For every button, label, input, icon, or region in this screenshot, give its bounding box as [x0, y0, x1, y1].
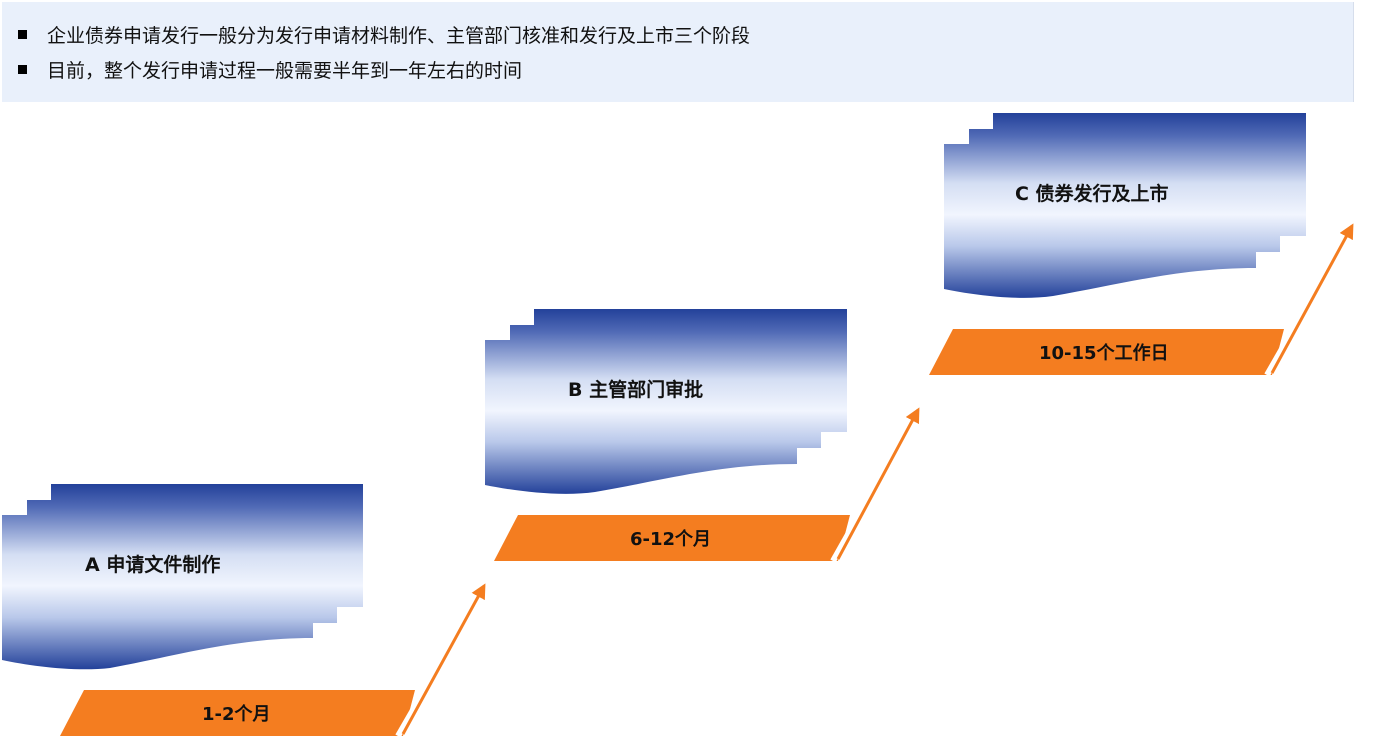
- square-bullet-icon: [18, 29, 27, 39]
- stage-b-document-shape: [485, 309, 847, 494]
- bullet-text: 目前，整个发行申请过程一般需要半年到一年左右的时间: [47, 59, 523, 82]
- bullet-item: 目前，整个发行申请过程一般需要半年到一年左右的时间: [18, 56, 522, 82]
- arrow-a-to-b: [401, 583, 486, 735]
- stage-a-duration-band: [60, 690, 415, 736]
- bullet-item: 企业债券申请发行一般分为发行申请材料制作、主管部门核准和发行及上市三个阶段: [18, 21, 750, 47]
- stage-a-document-shape: [2, 484, 363, 670]
- bullet-text: 企业债券申请发行一般分为发行申请材料制作、主管部门核准和发行及上市三个阶段: [47, 24, 751, 47]
- stage-c-duration-label: 10-15个工作日: [1039, 342, 1169, 364]
- stage-b: B 主管部门审批 6-12个月: [485, 309, 924, 563]
- stage-b-label: B 主管部门审批: [568, 378, 703, 401]
- stage-c-label: C 债券发行及上市: [1015, 182, 1169, 205]
- stage-b-duration-band: [494, 515, 850, 561]
- stage-a-duration-label: 1-2个月: [202, 703, 271, 725]
- stage-a-label: A 申请文件制作: [85, 553, 220, 576]
- arrow-c-end: [1270, 223, 1354, 374]
- summary-panel: 企业债券申请发行一般分为发行申请材料制作、主管部门核准和发行及上市三个阶段 目前…: [2, 2, 1354, 102]
- stage-c-document-shape: [944, 113, 1306, 298]
- stage-a: A 申请文件制作 1-2个月: [2, 484, 490, 738]
- stage-c: C 债券发行及上市 10-15个工作日: [929, 113, 1359, 377]
- stage-c-duration-band: [929, 329, 1284, 375]
- square-bullet-icon: [18, 64, 27, 74]
- stage-b-duration-label: 6-12个月: [630, 528, 711, 550]
- arrow-b-to-c: [836, 407, 920, 560]
